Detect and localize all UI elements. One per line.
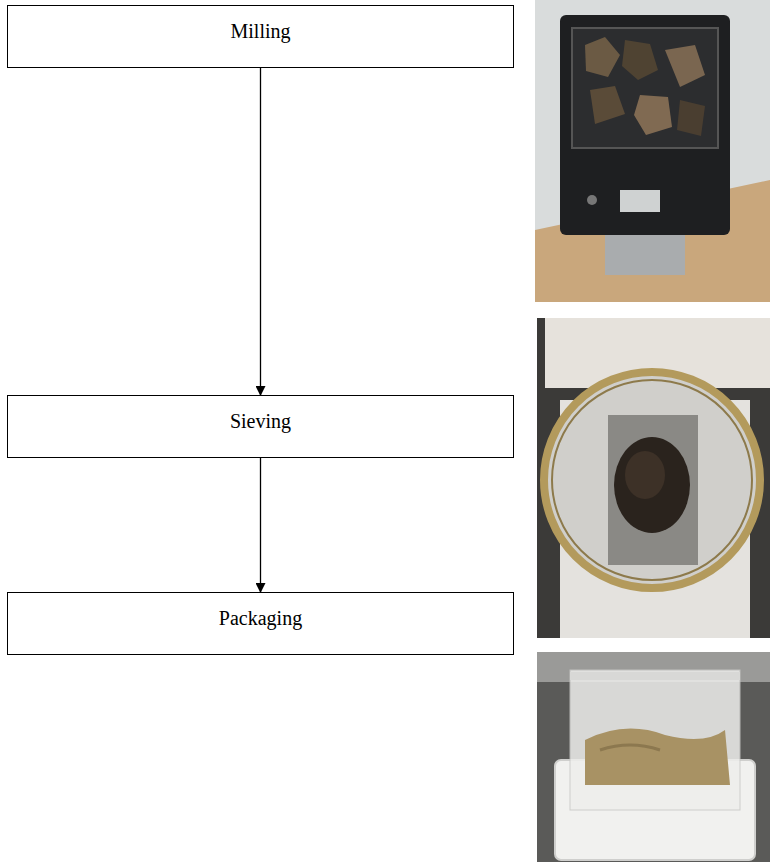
sieve-photo [537, 318, 770, 638]
mill-photo [535, 0, 770, 302]
flow-arrow [260, 68, 261, 395]
process-box: Sieving [7, 395, 514, 458]
flow-arrow [260, 458, 261, 592]
process-box: Milling [7, 5, 514, 68]
box-label: Sieving [230, 410, 291, 433]
package-photo [537, 652, 770, 862]
box-label: Packaging [219, 607, 302, 630]
box-label: Milling [230, 20, 290, 43]
process-box: Packaging [7, 592, 514, 655]
